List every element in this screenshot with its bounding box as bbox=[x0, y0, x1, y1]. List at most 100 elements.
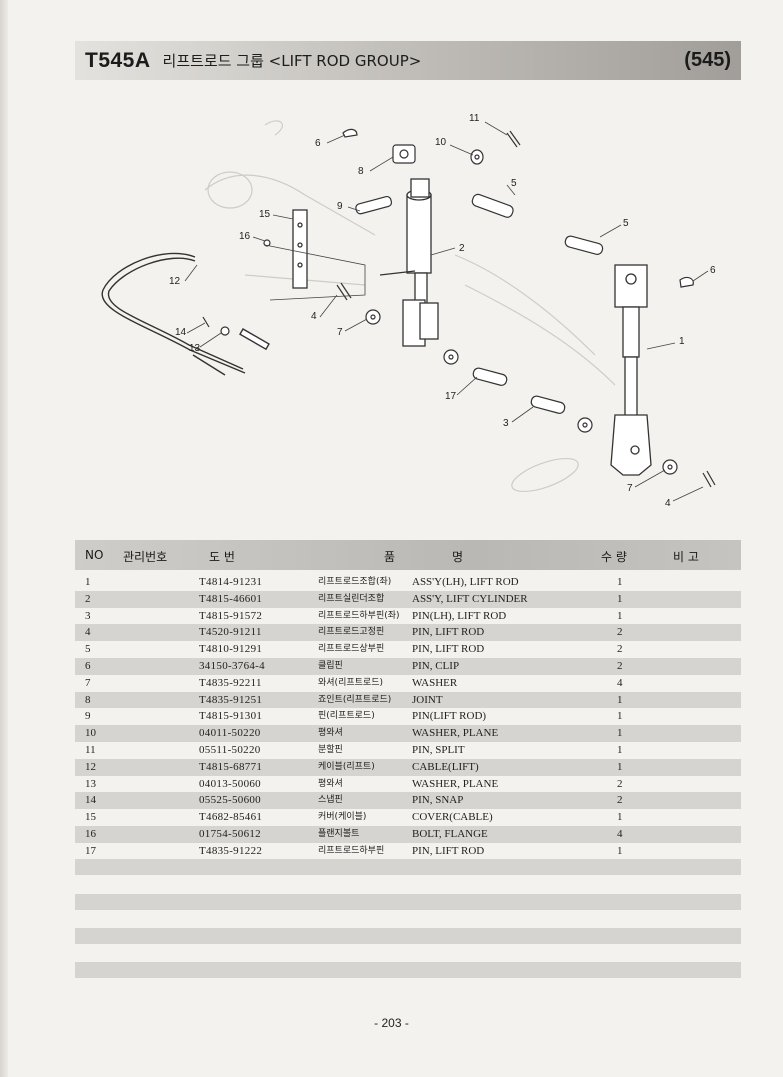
row-english-name: ASS'Y(LH), LIFT ROD bbox=[412, 576, 519, 588]
row-quantity: 2 bbox=[617, 659, 623, 672]
callout-5b: 5 bbox=[623, 218, 629, 229]
callout-1: 1 bbox=[679, 336, 685, 347]
table-row: 16 01754-50612 플랜지볼트 BOLT, FLANGE 4 bbox=[75, 825, 741, 843]
row-korean-name: 평와셔 bbox=[318, 778, 343, 789]
row-part-number: 34150-3764-4 bbox=[199, 659, 265, 672]
row-english-name: PIN(LIFT ROD) bbox=[412, 710, 487, 723]
row-quantity: 4 bbox=[617, 827, 623, 840]
header-item: 품 bbox=[384, 550, 396, 564]
lift-rod-assembly-drawing bbox=[610, 264, 652, 476]
callout-5: 5 bbox=[511, 178, 517, 189]
row-part-number: T4815-91301 bbox=[199, 710, 263, 723]
row-part-number: 04013-50060 bbox=[199, 777, 261, 790]
row-korean-name: 스냅핀 bbox=[318, 795, 343, 806]
row-english-name: WASHER, PLANE bbox=[412, 727, 499, 740]
row-quantity: 1 bbox=[617, 710, 623, 723]
group-title: 리프트로드 그룹 <LIFT ROD GROUP> bbox=[162, 52, 422, 70]
lift-cylinder-drawing bbox=[379, 178, 439, 347]
empty-table-band bbox=[75, 962, 741, 978]
row-quantity: 2 bbox=[617, 626, 623, 639]
callout-3: 3 bbox=[503, 418, 509, 429]
page-number: - 203 - bbox=[374, 1016, 409, 1030]
callout-15: 15 bbox=[259, 209, 271, 220]
cable-cover-drawing bbox=[292, 209, 308, 289]
row-korean-name: 리프트로드고정핀 bbox=[318, 627, 385, 638]
row-no: 7 bbox=[85, 676, 91, 689]
row-quantity: 1 bbox=[617, 592, 623, 605]
row-english-name: ASS'Y, LIFT CYLINDER bbox=[412, 592, 528, 605]
callout-6: 6 bbox=[315, 138, 321, 149]
row-no: 17 bbox=[85, 844, 96, 857]
table-row: 4 T4520-91211 리프트로드고정핀 PIN, LIFT ROD 2 bbox=[75, 624, 741, 642]
row-quantity: 1 bbox=[617, 693, 623, 706]
small-hardware-drawing bbox=[202, 128, 716, 488]
callout-4: 4 bbox=[311, 311, 317, 322]
row-quantity: 1 bbox=[617, 609, 623, 622]
callout-14: 14 bbox=[175, 327, 187, 338]
table-row: 2 T4815-46601 리프트실린더조합 ASS'Y, LIFT CYLIN… bbox=[75, 590, 741, 608]
row-korean-name: 와셔(리프트로드) bbox=[318, 677, 383, 688]
row-no: 10 bbox=[85, 727, 96, 740]
row-quantity: 2 bbox=[617, 777, 623, 790]
row-quantity: 2 bbox=[617, 643, 623, 656]
row-part-number: T4835-91251 bbox=[199, 693, 263, 706]
table-row: 8 T4835-91251 죠인트(리프트로드) JOINT 1 bbox=[75, 691, 741, 709]
row-part-number: T4815-91572 bbox=[199, 609, 263, 622]
row-korean-name: 죠인트(리프트로드) bbox=[318, 694, 392, 705]
row-quantity: 1 bbox=[617, 576, 623, 588]
row-part-number: 05511-50220 bbox=[199, 743, 261, 756]
callout-7b: 7 bbox=[627, 483, 633, 494]
background-housing-outline bbox=[204, 120, 616, 493]
table-row: 14 05525-50600 스냅핀 PIN, SNAP 2 bbox=[75, 792, 741, 810]
empty-table-band bbox=[75, 894, 741, 910]
header-remarks: 비 고 bbox=[673, 550, 699, 564]
callout-11: 11 bbox=[469, 113, 480, 124]
row-english-name: WASHER, PLANE bbox=[412, 777, 499, 790]
row-english-name: BOLT, FLANGE bbox=[412, 827, 488, 840]
row-part-number: T4814-91231 bbox=[199, 576, 263, 588]
row-part-number: 04011-50220 bbox=[199, 727, 261, 740]
row-english-name: COVER(CABLE) bbox=[412, 811, 493, 824]
table-row: 15 T4682-85461 커버(케이블) COVER(CABLE) 1 bbox=[75, 809, 741, 826]
row-korean-name: 클립핀 bbox=[318, 660, 343, 671]
row-korean-name: 리프트로드하부핀 bbox=[318, 845, 385, 856]
row-no: 2 bbox=[85, 592, 91, 605]
empty-table-band bbox=[75, 859, 741, 875]
callout-17: 17 bbox=[445, 391, 457, 402]
row-part-number: T4835-91222 bbox=[199, 844, 263, 857]
row-no: 3 bbox=[85, 609, 91, 622]
table-row: 9 T4815-91301 핀(리프트로드) PIN(LIFT ROD) 1 bbox=[75, 708, 741, 725]
row-english-name: WASHER bbox=[412, 676, 458, 689]
row-quantity: 1 bbox=[617, 844, 623, 857]
callout-12: 12 bbox=[169, 276, 181, 287]
callout-4b: 4 bbox=[665, 498, 671, 509]
header-name: 명 bbox=[452, 550, 464, 564]
row-no: 12 bbox=[85, 760, 96, 773]
row-no: 6 bbox=[85, 659, 91, 672]
callout-7: 7 bbox=[337, 327, 343, 338]
lift-cable-drawing bbox=[101, 252, 270, 376]
row-korean-name: 케이블(리프트) bbox=[318, 761, 375, 772]
row-korean-name: 평와셔 bbox=[318, 728, 343, 739]
row-korean-name: 플랜지볼트 bbox=[318, 828, 360, 839]
page-edge bbox=[0, 0, 8, 1077]
row-quantity: 1 bbox=[617, 743, 623, 756]
table-row: 6 34150-3764-4 클립핀 PIN, CLIP 2 bbox=[75, 657, 741, 675]
callout-10: 10 bbox=[435, 137, 447, 148]
row-no: 14 bbox=[85, 794, 96, 807]
table-row: 11 05511-50220 분할핀 PIN, SPLIT 1 bbox=[75, 742, 741, 759]
parts-table-header: NO 관리번호 도 번 품 명 수 량 비 고 bbox=[75, 540, 741, 570]
callout-numbers: 11 6 10 8 5 9 15 16 2 5 6 12 1 4 7 14 13… bbox=[169, 113, 716, 509]
row-english-name: JOINT bbox=[412, 693, 443, 706]
row-no: 15 bbox=[85, 811, 96, 824]
header-drawing-number: 도 번 bbox=[209, 550, 235, 564]
row-english-name: PIN, SPLIT bbox=[412, 743, 465, 756]
page-header: T545A 리프트로드 그룹 <LIFT ROD GROUP> (545) bbox=[75, 41, 741, 80]
row-no: 5 bbox=[85, 643, 91, 656]
header-quantity: 수 량 bbox=[601, 550, 627, 564]
row-english-name: PIN, LIFT ROD bbox=[412, 643, 485, 656]
row-part-number: T4810-91291 bbox=[199, 643, 263, 656]
row-no: 4 bbox=[85, 626, 91, 639]
row-english-name: CABLE(LIFT) bbox=[412, 760, 479, 773]
row-no: 11 bbox=[85, 743, 96, 756]
